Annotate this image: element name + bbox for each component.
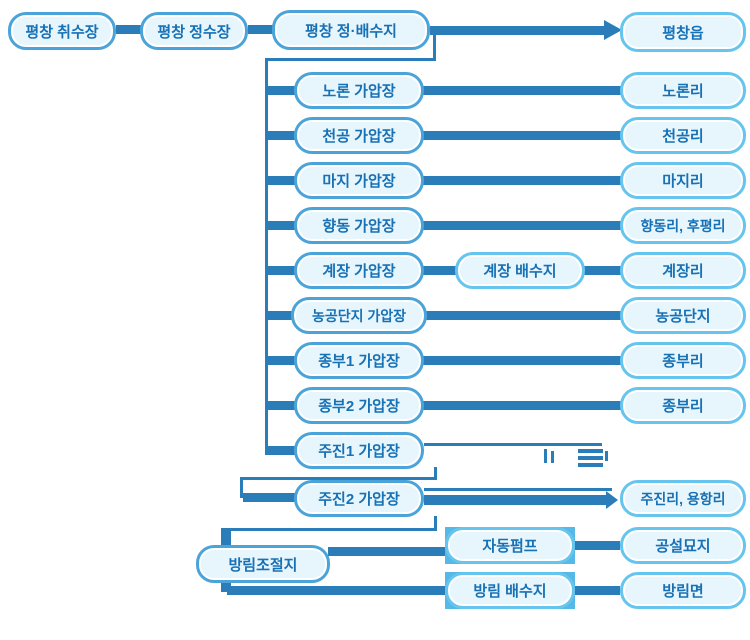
connector-jujin12-horizontal xyxy=(240,477,437,480)
stub-row-maji xyxy=(265,176,296,185)
connector-reservoir-town xyxy=(430,26,606,35)
node-dest-jongbu-ri-1: 종부리 xyxy=(620,342,746,379)
stub-row-hyangdong xyxy=(265,221,296,230)
connector-jujin1-bar3 xyxy=(578,463,603,467)
node-dest-jujin-ri: 주진리, 용항리 xyxy=(620,480,746,517)
node-station-nonggong: 농공단지 가압장 xyxy=(291,297,427,334)
connector-jujin1-dash-a xyxy=(544,449,547,463)
stub-row-nonggong xyxy=(265,311,296,320)
node-station-noron: 노론 가압장 xyxy=(294,72,424,109)
connector-jongbu2 xyxy=(423,401,622,410)
node-station-jujin1: 주진1 가압장 xyxy=(294,432,424,469)
node-dest-cheongong-ri: 천공리 xyxy=(620,117,746,154)
connector-drain-myeon xyxy=(575,586,620,595)
connector-pump-cemetery xyxy=(575,541,620,550)
arrowhead-town-icon xyxy=(604,20,622,40)
node-pyeongchang-intake: 평창 취수장 xyxy=(8,12,116,50)
connector-cheongong xyxy=(423,131,622,140)
connector-regulator-pump xyxy=(328,547,446,556)
stub-row-gyejang xyxy=(265,266,296,275)
node-gongseol-cemetery: 공설묘지 xyxy=(620,527,746,564)
node-auto-pump-frame: 자동펌프 xyxy=(445,527,575,564)
arrowhead-jujin2-icon xyxy=(606,491,618,509)
node-dest-gyejang-ri: 계장리 xyxy=(620,252,746,289)
connector-gyejang-right xyxy=(583,266,622,275)
connector-jujin1-dash-b xyxy=(551,451,554,463)
connector-intake-purification xyxy=(116,25,141,34)
connector-trunk-vertical xyxy=(265,58,268,454)
connector-jujin1-bar2 xyxy=(578,456,603,460)
stub-row-jujin1 xyxy=(265,446,296,455)
node-pyeongchang-reservoir: 평창 정·배수지 xyxy=(272,10,430,50)
node-station-jongbu2: 종부2 가압장 xyxy=(294,387,424,424)
connector-jujin2-drop xyxy=(434,516,437,530)
connector-hyangdong xyxy=(423,221,622,230)
connector-nonggong xyxy=(423,311,622,320)
node-dest-jongbu-ri-2: 종부리 xyxy=(620,387,746,424)
node-dest-nonggong-danji: 농공단지 xyxy=(620,297,746,334)
connector-jujin1-jag xyxy=(605,451,608,461)
node-banglim-drain: 방림 배수지 xyxy=(445,572,575,609)
node-station-gyejang: 계장 가압장 xyxy=(294,252,424,289)
connector-jujin12-drop xyxy=(434,467,437,480)
node-banglim-drain-frame: 방림 배수지 xyxy=(445,572,575,609)
stub-regulator-in xyxy=(221,528,231,547)
stub-row-noron xyxy=(265,86,296,95)
node-banglim-regulator: 방림조절지 xyxy=(196,545,330,583)
connector-gyejang-left xyxy=(423,266,457,275)
connector-branch-horizontal xyxy=(265,58,436,61)
node-station-hyangdong: 향동 가압장 xyxy=(294,207,424,244)
connector-jujin12-vertical xyxy=(240,477,243,498)
node-dest-maji-ri: 마지리 xyxy=(620,162,746,199)
connector-jujin1-bar1 xyxy=(578,449,603,453)
connector-regulator-drain xyxy=(227,586,445,595)
stub-row-jongbu1 xyxy=(265,356,296,365)
stub-regulator-down xyxy=(221,581,231,592)
node-auto-pump: 자동펌프 xyxy=(445,527,575,564)
stub-row-cheongong xyxy=(265,131,296,140)
stub-row-jujin2 xyxy=(243,493,295,502)
connector-jongbu1 xyxy=(423,356,622,365)
connector-purification-reservoir xyxy=(248,25,273,34)
connector-regulator-horizontal xyxy=(227,528,437,531)
connector-branch-vertical xyxy=(433,34,436,60)
node-pyeongchang-eup: 평창읍 xyxy=(620,12,746,52)
node-pyeongchang-purification: 평창 정수장 xyxy=(140,12,248,50)
connector-noron xyxy=(423,86,622,95)
node-dest-noron-ri: 노론리 xyxy=(620,72,746,109)
node-dest-hyangdong-ri: 향동리, 후평리 xyxy=(620,207,746,244)
connector-jujin1-thin xyxy=(424,443,602,446)
stub-row-jongbu2 xyxy=(265,401,296,410)
node-station-jongbu1: 종부1 가압장 xyxy=(294,342,424,379)
node-station-cheongong: 천공 가압장 xyxy=(294,117,424,154)
connector-jujin2-thin xyxy=(424,488,612,491)
connector-maji xyxy=(423,176,622,185)
node-gyejang-reservoir: 계장 배수지 xyxy=(455,252,585,289)
connector-jujin2-bar xyxy=(424,495,608,505)
node-station-jujin2: 주진2 가압장 xyxy=(294,480,424,517)
node-station-maji: 마지 가압장 xyxy=(294,162,424,199)
node-banglim-myeon: 방림면 xyxy=(620,572,746,609)
